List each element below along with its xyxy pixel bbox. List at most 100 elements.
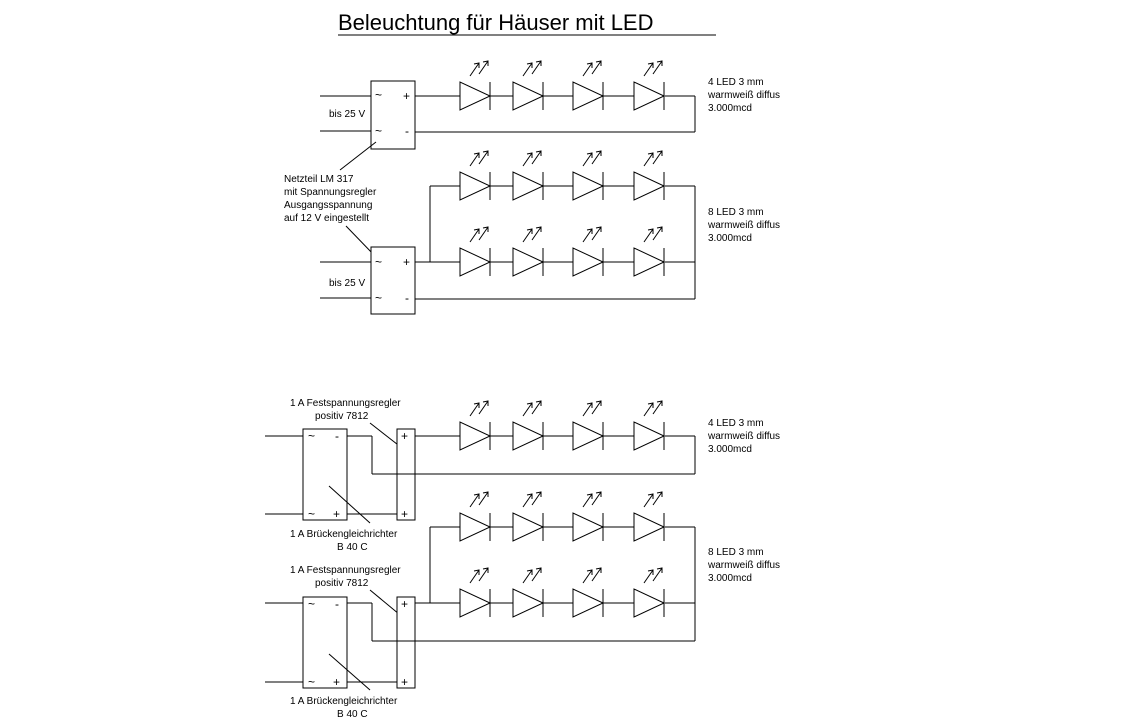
led-spec-label: 4 LED 3 mm warmweiß diffus 3.000mcd: [707, 77, 783, 114]
bridge-rectifier-1: [302, 428, 348, 521]
ac-symbol: ~: [375, 291, 382, 305]
light-arrow-head: [482, 400, 489, 406]
light-arrow: [582, 569, 593, 584]
ac-symbol: ~: [308, 507, 315, 521]
light-arrow: [591, 226, 602, 241]
light-arrow: [478, 226, 489, 241]
light-arrow: [522, 228, 533, 243]
light-arrow-head: [595, 60, 602, 66]
light-arrow-head: [473, 569, 480, 575]
led-triangle: [459, 421, 492, 451]
light-arrow: [522, 152, 533, 167]
light-arrow-head: [595, 226, 602, 232]
light-arrow: [652, 567, 663, 582]
led-triangle: [633, 81, 666, 111]
plus-terminal: +: [401, 675, 408, 689]
light-arrow-head: [656, 567, 663, 573]
light-arrow-head: [535, 400, 542, 406]
netzteil-label: Netzteil LM 317 mit Spannungsregler Ausg…: [284, 174, 379, 224]
light-arrow: [652, 226, 663, 241]
minus-terminal: -: [405, 291, 409, 305]
light-arrow: [643, 569, 654, 584]
led-triangle: [512, 512, 545, 542]
voltage-regulator-7812-2: [396, 596, 416, 689]
led-triangle: [633, 171, 666, 201]
light-arrow: [478, 150, 489, 165]
led-diode-symbol: [459, 567, 513, 618]
led-triangle: [459, 81, 492, 111]
light-arrow-head: [473, 493, 480, 499]
light-arrow: [469, 228, 480, 243]
led-triangle: [459, 171, 492, 201]
led-triangle: [572, 421, 605, 451]
led-triangle: [459, 512, 492, 542]
light-arrow-head: [473, 228, 480, 234]
ac-symbol: ~: [308, 597, 315, 611]
light-arrow-head: [647, 62, 654, 68]
light-arrow-head: [526, 228, 533, 234]
light-arrow-head: [473, 62, 480, 68]
light-arrow: [531, 60, 542, 75]
minus-terminal: -: [403, 466, 407, 480]
led-triangle: [572, 81, 605, 111]
leader-line: [339, 141, 377, 171]
led-row: [459, 491, 666, 542]
led-diode-symbol: [459, 226, 513, 277]
circuit-2-lm317-8-led: ~ ~ + - bis 25 V 8 LED 3 mm warmweiß dif…: [320, 150, 780, 315]
light-arrow: [531, 226, 542, 241]
led-diode-symbol: [459, 400, 513, 451]
light-arrow-head: [482, 491, 489, 497]
light-arrow: [643, 493, 654, 508]
led-triangle: [572, 247, 605, 277]
led-row: [459, 567, 666, 618]
led-triangle: [633, 247, 666, 277]
light-arrow-head: [647, 493, 654, 499]
light-arrow-head: [482, 567, 489, 573]
light-arrow-head: [586, 152, 593, 158]
led-triangle: [459, 588, 492, 618]
light-arrow-head: [482, 150, 489, 156]
light-arrow-head: [656, 491, 663, 497]
light-arrow: [478, 491, 489, 506]
light-arrow: [582, 493, 593, 508]
led-diode-symbol: [572, 491, 634, 542]
led-diode-symbol: [572, 60, 634, 111]
circuit-4-7812-8-led: 1 A Festspannungsregler positiv 7812 ~ ~…: [265, 491, 783, 720]
circuit-1-lm317-4-led: ~ ~ + - bis 25 V 4 LED 3 mm warmweiß dif…: [320, 60, 783, 150]
led-triangle: [512, 171, 545, 201]
light-arrow: [652, 491, 663, 506]
light-arrow-head: [526, 62, 533, 68]
light-arrow: [531, 400, 542, 415]
led-triangle: [459, 247, 492, 277]
light-arrow-head: [586, 569, 593, 575]
leader-line: [345, 225, 375, 256]
plus-terminal: +: [333, 675, 340, 689]
light-arrow-head: [526, 402, 533, 408]
light-arrow: [478, 400, 489, 415]
plus-terminal: +: [403, 255, 410, 269]
led-diode-symbol: [512, 491, 573, 542]
light-arrow-head: [656, 150, 663, 156]
light-arrow-head: [595, 567, 602, 573]
led-triangle: [633, 512, 666, 542]
light-arrow-head: [595, 491, 602, 497]
light-arrow-head: [526, 152, 533, 158]
led-diode-symbol: [512, 567, 573, 618]
light-arrow: [522, 402, 533, 417]
light-arrow-head: [595, 400, 602, 406]
led-diode-symbol: [512, 226, 573, 277]
minus-terminal: -: [405, 124, 409, 138]
led-spec-label: 8 LED 3 mm warmweiß diffus 3.000mcd: [707, 547, 783, 584]
light-arrow-head: [535, 567, 542, 573]
regler-label: 1 A Festspannungsregler positiv 7812: [290, 565, 403, 589]
led-diode-symbol: [459, 491, 513, 542]
light-arrow: [591, 60, 602, 75]
light-arrow-head: [482, 60, 489, 66]
light-arrow-head: [656, 226, 663, 232]
led-row: [459, 226, 666, 277]
light-arrow-head: [647, 569, 654, 575]
led-diode-symbol: [512, 60, 573, 111]
plus-terminal: +: [401, 507, 408, 521]
led-triangle: [512, 588, 545, 618]
